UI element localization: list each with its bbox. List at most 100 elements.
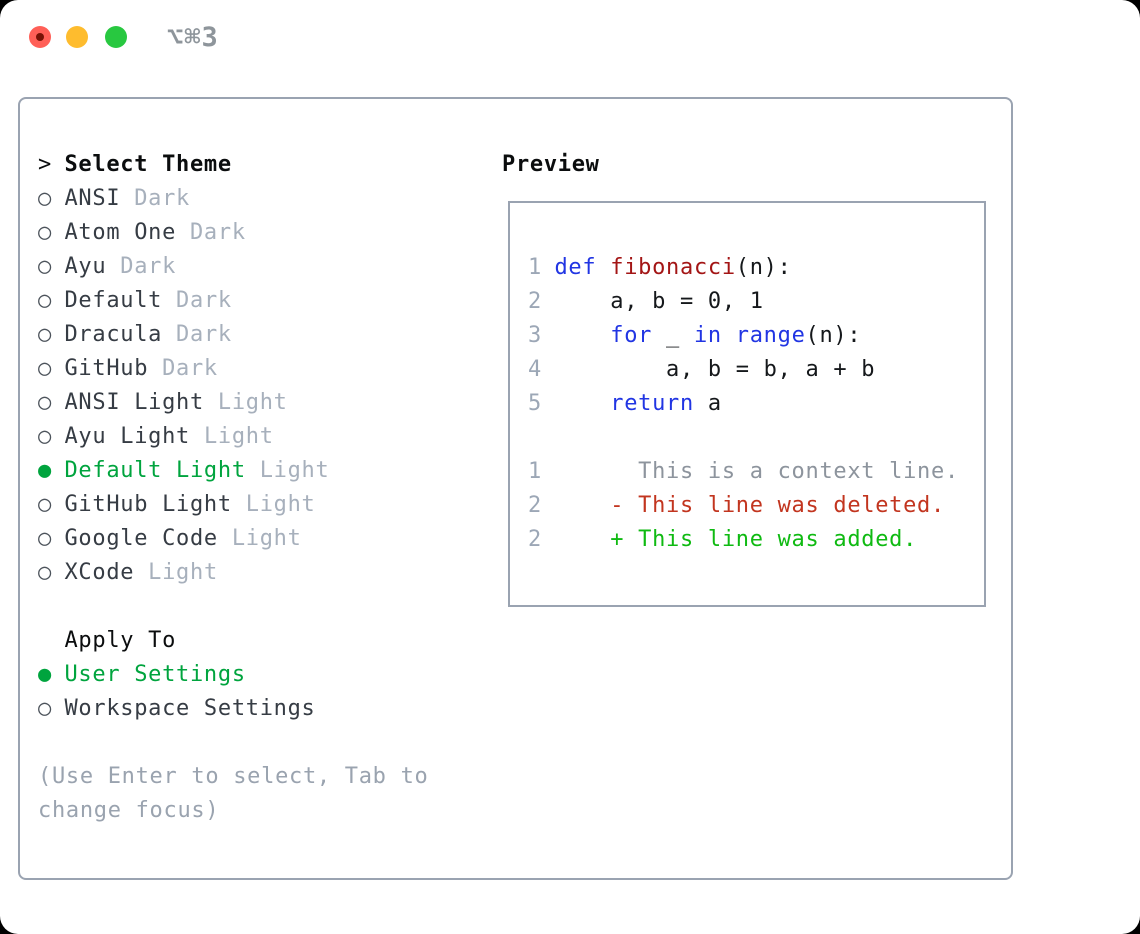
code-token: - This line was deleted. (554, 493, 945, 518)
code-token: a, b = b, a + b (554, 357, 876, 382)
theme-name: Google Code (64, 526, 218, 551)
line-number: 2 (528, 527, 542, 552)
theme-list: ○ANSI Dark○Atom One Dark○Ayu Dark○Defaul… (38, 182, 428, 590)
preview-code-line: 1 This is a context line. (528, 455, 959, 489)
theme-variant-tag: Light (245, 458, 330, 483)
code-token: return (610, 391, 694, 416)
code-token: This is a context line. (554, 459, 959, 484)
theme-name: GitHub Light (64, 492, 232, 517)
theme-option[interactable]: ○Atom One Dark (38, 216, 428, 250)
preview-code-line: 2 - This line was deleted. (528, 489, 959, 523)
preview-code-line: 1 def fibonacci(n): (528, 251, 959, 285)
theme-name: ANSI Light (64, 390, 204, 415)
radio-icon: ○ (38, 492, 52, 517)
preview-header: Preview (502, 152, 600, 177)
code-token: + This line was added. (554, 527, 918, 552)
radio-icon: ○ (38, 288, 52, 313)
hint-line-2: change focus) (38, 798, 220, 823)
theme-option[interactable]: ○Ayu Dark (38, 250, 428, 284)
radio-icon: ○ (38, 526, 52, 551)
radio-icon: ○ (38, 424, 52, 449)
preview-code-line: 2 a, b = 0, 1 (528, 285, 959, 319)
line-number: 1 (528, 459, 542, 484)
line-number: 1 (528, 255, 542, 280)
preview-code-line: 4 a, b = b, a + b (528, 353, 959, 387)
hint-line-1: (Use Enter to select, Tab to (38, 764, 429, 789)
theme-variant-tag: Light (203, 390, 288, 415)
theme-variant-tag: Light (231, 492, 316, 517)
theme-option[interactable]: ○ Google Code Light (38, 522, 428, 556)
code-token: (n): (805, 323, 862, 348)
focus-caret-icon: > (38, 152, 52, 177)
select-theme-header: > Select Theme (38, 148, 428, 182)
line-number: 5 (528, 391, 542, 416)
radio-selected-icon: ● (38, 458, 52, 483)
preview-code-line: 3 for _ in range(n): (528, 319, 959, 353)
apply-to-option[interactable]: ●User Settings (38, 658, 428, 692)
theme-name: Ayu Light (64, 424, 190, 449)
code-token: range (735, 323, 806, 348)
line-number: 2 (528, 493, 542, 518)
select-theme-header-label: Select Theme (64, 152, 232, 177)
code-token: fibonacci (610, 255, 736, 280)
theme-variant-tag: Dark (148, 356, 218, 381)
radio-icon: ○ (38, 560, 52, 585)
theme-option[interactable]: ○ Ayu Light Light (38, 420, 428, 454)
apply-to-header: Apply To (38, 624, 428, 658)
theme-name: Dracula (64, 322, 163, 347)
radio-icon: ○ (38, 254, 52, 279)
code-token (722, 323, 736, 348)
apply-to-options: ●User Settings ○ Workspace Settings (38, 658, 428, 726)
preview-code-line (528, 421, 959, 455)
code-token: def (554, 255, 597, 280)
theme-name: Default Light (64, 458, 246, 483)
line-number: 3 (528, 323, 542, 348)
code-token: (n): (735, 255, 792, 280)
apply-to-label: Workspace Settings (64, 696, 316, 721)
minimize-button[interactable] (66, 26, 88, 48)
theme-name: Ayu (64, 254, 107, 279)
line-number: 2 (528, 289, 542, 314)
zoom-button[interactable] (105, 26, 127, 48)
radio-icon: ○ (38, 322, 52, 347)
theme-variant-tag: Dark (120, 186, 190, 211)
apply-to-option[interactable]: ○ Workspace Settings (38, 692, 428, 726)
radio-icon: ○ (38, 220, 52, 245)
theme-variant-tag: Light (217, 526, 302, 551)
theme-variant-tag: Dark (176, 220, 246, 245)
code-token: a, b = 0, 1 (554, 289, 764, 314)
theme-option[interactable]: ○ ANSI Dark (38, 182, 428, 216)
theme-option[interactable]: ○ANSI Light Light (38, 386, 428, 420)
theme-picker-panel: >Select Theme ○ANSI Dark○Atom One Dark○A… (18, 97, 1013, 880)
line-number: 4 (528, 357, 542, 382)
theme-name: XCode (64, 560, 135, 585)
theme-option[interactable]: ○ GitHub Dark (38, 352, 428, 386)
code-token (554, 323, 610, 348)
theme-option[interactable]: ● Default Light Light (38, 454, 428, 488)
radio-icon: ○ (38, 696, 52, 721)
theme-name: GitHub (64, 356, 149, 381)
apply-to-label: User Settings (64, 662, 246, 687)
spacer (38, 590, 428, 624)
preview-code-line: 2 + This line was added. (528, 523, 959, 557)
code-token: for (610, 323, 653, 348)
preview-code-line: 5 return a (528, 387, 959, 421)
theme-option[interactable]: ○Default Dark (38, 284, 428, 318)
close-button[interactable] (29, 26, 51, 48)
theme-option[interactable]: ○ XCode Light (38, 556, 428, 590)
theme-option[interactable]: ○Dracula Dark (38, 318, 428, 352)
code-token: _ (652, 323, 694, 348)
theme-variant-tag: Light (134, 560, 218, 585)
apply-to-header-label: Apply To (64, 628, 177, 653)
theme-selector-column: >Select Theme ○ANSI Dark○Atom One Dark○A… (38, 148, 428, 828)
radio-icon: ○ (38, 186, 52, 211)
code-token: in (693, 323, 722, 348)
theme-name: ANSI (64, 186, 121, 211)
theme-option[interactable]: ○ GitHub Light Light (38, 488, 428, 522)
theme-variant-tag: Light (190, 424, 274, 449)
code-token: a (693, 391, 722, 416)
radio-icon: ○ (38, 356, 52, 381)
